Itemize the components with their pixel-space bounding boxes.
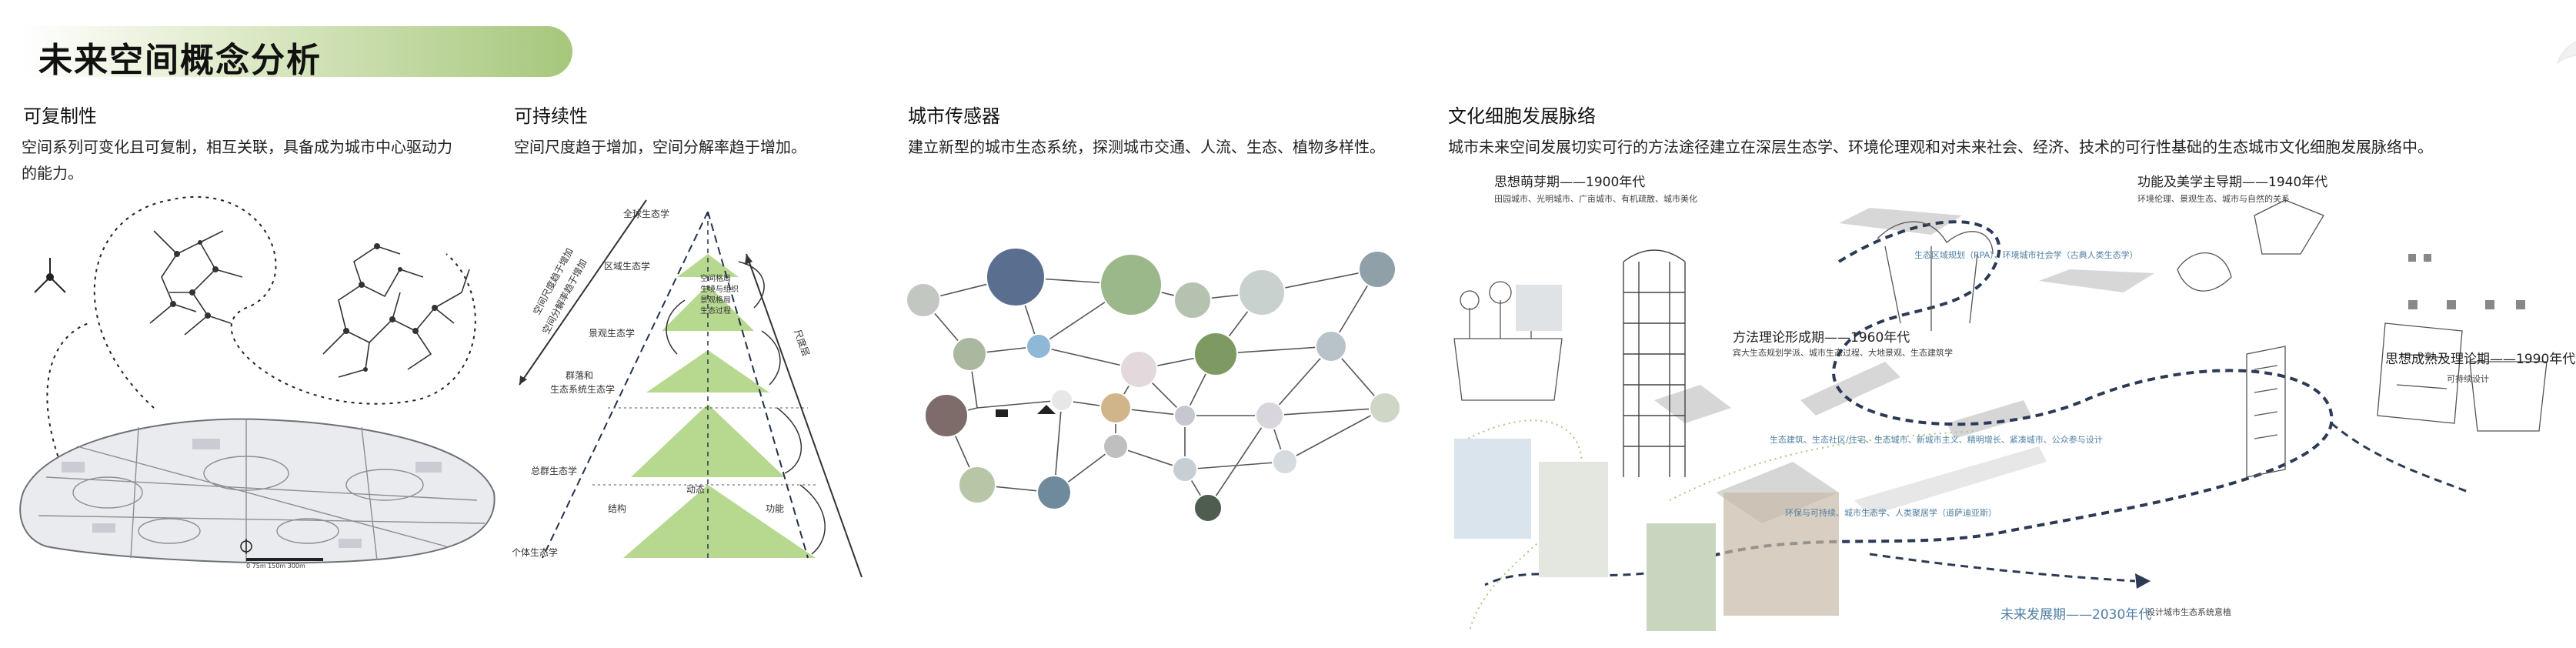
section-title-cultural-cell: 文化细胞发展脉络 [1448, 105, 1596, 127]
pyramid-level-label: 全球生态学 [623, 208, 669, 219]
city-sensor-network [906, 247, 1401, 523]
pyramid-level-label: 群落和 [566, 370, 593, 381]
pyramid-level-label: 景观生态学 [589, 327, 635, 339]
section-desc-replicability-line1: 空间系列可变化且可复制，相互关联，具备成为城市中心驱动力 [22, 138, 452, 156]
eco-architecture-label: 生态建筑、生态社区/住宅、生态城市、新城市主义、精明增长、紧凑城市、公众参与设计 [1770, 435, 2103, 445]
replicability-diagram: 0 75m 150m 300m [19, 195, 496, 570]
pyramid-bottom-label: 动态 [686, 484, 705, 495]
period-1960-label: 方法理论形成期——1960年代 [1733, 330, 1910, 346]
cultural-cell-timeline-art [1453, 199, 2548, 631]
scale-bar-text: 0 75m 150m 300m [246, 563, 305, 570]
section-desc-replicability-line2: 的能力。 [22, 164, 83, 182]
period-1940-sub: 环境伦理、景观生态、城市与自然的关系 [2137, 194, 2290, 204]
page-title: 未来空间概念分析 [38, 41, 322, 80]
period-2030-label: 未来发展期——2030年代 [2000, 607, 2152, 623]
section-desc-city-sensor: 建立新型的城市生态系统，探测城市交通、人流、生态、植物多样性。 [908, 138, 1385, 156]
pyramid-level-label: 生态系统生态学 [550, 383, 615, 395]
period-1900-sub: 田园城市、光明城市、广亩城市、有机疏散、城市美化 [1494, 194, 1697, 204]
section-title-replicability: 可复制性 [23, 105, 97, 127]
pyramid-inner-label: 生境与组织 [700, 284, 739, 294]
period-2030-sub: 设计城市生态系统意植 [2147, 607, 2231, 617]
corner-decoration [2557, 41, 2576, 65]
pyramid-inner-label: 生态过程 [700, 306, 731, 316]
rpa-label: 生态区域规划（RPA）、环境城市社会学（古典人类生态学） [1914, 250, 2138, 260]
pyramid-inner-label: 景观格局 [700, 295, 731, 305]
period-1990-label: 思想成熟及理论期——1990年代 [2385, 352, 2576, 367]
section-title-sustainability: 可持续性 [514, 105, 588, 127]
period-1990-sub: 可持续设计 [2447, 374, 2489, 384]
period-1940-label: 功能及美学主导期——1940年代 [2137, 175, 2328, 190]
period-1960-sub: 宾大生态规划学派、城市生态过程、大地景观、生态建筑学 [1733, 348, 1953, 358]
pyramid-inner-label: 空间格局 [700, 273, 731, 283]
period-1900-label: 思想萌芽期——1900年代 [1494, 175, 1646, 190]
section-desc-cultural-cell: 城市未来空间发展切实可行的方法途径建立在深层生态学、环境伦理观和对未来社会、经济… [1448, 138, 2433, 156]
pyramid-bottom-label: 结构 [608, 503, 626, 514]
axis-label-scale-level: 尺度层 [792, 328, 812, 358]
section-title-city-sensor: 城市传感器 [908, 105, 1000, 127]
pyramid-bottom-label: 功能 [766, 503, 784, 514]
pyramid-level-label: 个体生态学 [512, 546, 558, 558]
title-banner: 未来空间概念分析 [22, 26, 572, 80]
pyramid-level-label: 总群生态学 [531, 465, 577, 476]
pyramid-level-label: 区域生态学 [604, 260, 650, 272]
section-desc-sustainability: 空间尺度趋于增加，空间分解率趋于增加。 [514, 138, 806, 156]
environment-label: 环保与可持续、城市生态学、人类聚居学（道萨迪亚斯） [1785, 508, 1997, 518]
ecology-pyramid: 全球生态学 区域生态学 景观生态学 群落和 生态系统生态学 总群生态学 个体生态… [512, 199, 863, 577]
